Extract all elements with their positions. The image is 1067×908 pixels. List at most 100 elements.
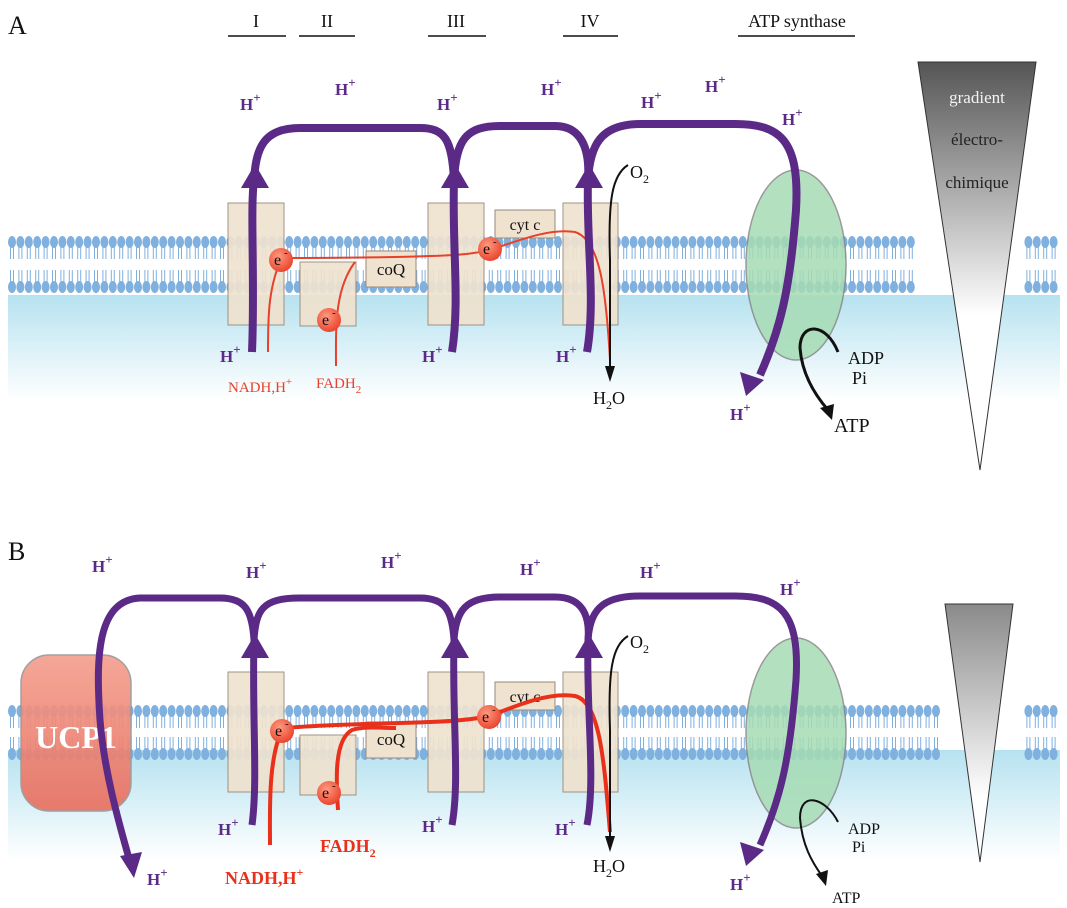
proton-arrowheads [241, 164, 764, 396]
proton-path [94, 592, 800, 863]
lipid-head [646, 705, 655, 717]
proton-h-plus-label: H+ [730, 870, 751, 894]
atp-label: ATP [832, 890, 861, 907]
lipid-head [411, 236, 420, 248]
lipid-head [890, 748, 898, 760]
lipid-head [688, 705, 697, 717]
lipid-head [142, 236, 151, 248]
lipid-head [1049, 705, 1058, 717]
fadh-label: FADH2 [320, 836, 376, 860]
lipid-head [386, 236, 394, 248]
lipid-head [1032, 281, 1041, 293]
lipid-head [150, 281, 159, 293]
lipid-head [537, 236, 546, 248]
lipid-head [201, 236, 210, 248]
lipid-head [932, 748, 940, 760]
lipid-head [58, 281, 67, 293]
lipid-head [16, 281, 25, 293]
lipid-head [848, 281, 856, 293]
lipid-head [856, 236, 865, 248]
lipid-head [201, 281, 210, 293]
lipid-head [713, 705, 722, 717]
lipid-head [1024, 748, 1033, 760]
lipid-head [671, 705, 680, 717]
lipid-head [24, 236, 33, 248]
lipid-head [848, 705, 856, 717]
lipid-head [671, 281, 680, 293]
proton-arrowheads [120, 634, 764, 878]
proton-h-plus-label: H+ [437, 90, 458, 114]
electrochemical-gradient-triangle [917, 61, 1037, 471]
lipid-head [688, 281, 697, 293]
proton-h-plus-label: H+ [555, 815, 576, 839]
lipid-head [369, 236, 378, 248]
lipid-head [621, 281, 630, 293]
lipid-head [1024, 236, 1033, 248]
lipid-head [167, 236, 176, 248]
lipid-head [327, 705, 336, 717]
lipid-head [125, 281, 134, 293]
lipid-head [176, 236, 184, 248]
matrix-region [8, 750, 1060, 860]
lipid-head [864, 236, 873, 248]
lipid-head [730, 748, 739, 760]
lipid-head [142, 748, 151, 760]
lipid-head [680, 236, 688, 248]
lipid-head [696, 281, 705, 293]
fadh-label: FADH2 [316, 376, 361, 396]
lipid-head [1041, 281, 1050, 293]
lipid-head [335, 236, 344, 248]
lipid-head [486, 281, 495, 293]
lipid-head [318, 236, 327, 248]
proton-h-plus-label: H+ [422, 812, 443, 836]
lipid-head [554, 236, 562, 248]
lipid-head [730, 705, 739, 717]
complex-label-ii: II [321, 11, 333, 31]
lipid-head [554, 281, 562, 293]
lipid-head [638, 705, 646, 717]
lipid-bilayer [8, 236, 1058, 293]
lipid-head [142, 705, 151, 717]
proton-h-plus-label: H+ [92, 552, 113, 576]
lipid-head [848, 748, 856, 760]
lipid-head [50, 281, 58, 293]
lipid-head [671, 748, 680, 760]
lipid-head [184, 281, 193, 293]
lipid-head [134, 705, 142, 717]
electron-label: e [275, 723, 282, 740]
lipid-head [705, 748, 714, 760]
lipid-head [906, 748, 915, 760]
atp-label: ATP [834, 415, 870, 437]
lipid-head [873, 748, 882, 760]
lipid-head [890, 236, 898, 248]
lipid-head [856, 281, 865, 293]
electron-charge: - [493, 236, 497, 248]
lipid-head [906, 236, 915, 248]
lipid-head [285, 236, 294, 248]
lipid-head [864, 281, 873, 293]
lipid-head [50, 236, 58, 248]
lipid-head [411, 705, 420, 717]
lipid-head [722, 236, 730, 248]
lipid-head [218, 748, 226, 760]
lipid-head [285, 281, 294, 293]
proton-h-plus-label: H+ [520, 555, 541, 579]
lipid-head [24, 281, 33, 293]
lipid-head [873, 281, 882, 293]
lipid-head [108, 281, 117, 293]
lipid-head [621, 236, 630, 248]
lipid-head [898, 748, 907, 760]
lipid-head [360, 236, 369, 248]
lipid-head [554, 705, 562, 717]
lipid-head [209, 236, 218, 248]
lipid-head [293, 236, 302, 248]
matrix-region [8, 295, 1060, 400]
lipid-head [176, 281, 184, 293]
lipid-head [722, 705, 730, 717]
proton-h-plus-label: H+ [780, 575, 801, 599]
lipid-head [134, 748, 142, 760]
proton-h-plus-label: H+ [381, 548, 402, 572]
lipid-head [923, 705, 932, 717]
lipid-head [705, 705, 714, 717]
